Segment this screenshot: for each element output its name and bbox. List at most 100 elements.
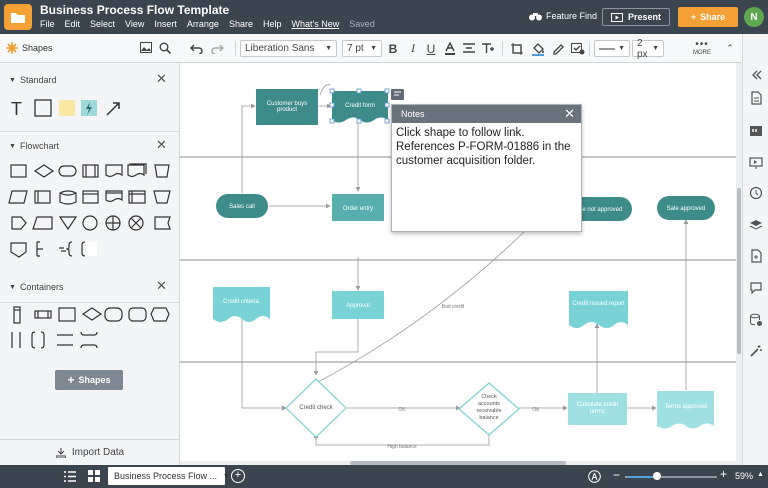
- present-button[interactable]: Present: [602, 8, 670, 26]
- import-data-label: Import Data: [71, 447, 125, 458]
- diagram-canvas[interactable]: Customer buys product Credit form Sales …: [180, 63, 736, 461]
- rectangle-shape[interactable]: [34, 99, 52, 117]
- menu-help[interactable]: Help: [262, 19, 282, 29]
- history-icon[interactable]: [749, 186, 763, 200]
- image-icon[interactable]: [140, 42, 152, 53]
- selection-handles[interactable]: [329, 88, 390, 124]
- section-standard[interactable]: ▼Standard: [9, 75, 57, 85]
- vertical-scrollbar[interactable]: [736, 63, 742, 465]
- more-button[interactable]: •••MORE: [693, 38, 711, 56]
- font-size-dropdown[interactable]: 7 pt▼: [342, 40, 382, 57]
- connector: [315, 230, 526, 384]
- collapse-panel-icon[interactable]: [749, 68, 763, 82]
- collapse-toolbar-icon[interactable]: ⌃: [726, 43, 734, 53]
- zoom-in-icon[interactable]: +: [720, 467, 728, 481]
- folder-icon[interactable]: [4, 4, 32, 30]
- search-icon[interactable]: [159, 42, 171, 54]
- section-containers[interactable]: ▼Containers: [9, 282, 64, 292]
- undo-icon[interactable]: [188, 40, 204, 57]
- node-label: Credit criteria: [223, 299, 259, 305]
- line-shape[interactable]: [106, 102, 120, 116]
- close-containers-icon[interactable]: ✕: [156, 278, 167, 293]
- format-toolbar: Liberation Sans▼ 7 pt▼ B I U ▼ 2 px▼ •••…: [180, 34, 742, 63]
- menu-arrange[interactable]: Arrange: [186, 19, 219, 29]
- zoom-out-icon[interactable]: −: [613, 468, 621, 482]
- menu-file[interactable]: File: [40, 19, 55, 29]
- node-credit-issued-report[interactable]: [569, 291, 628, 328]
- bold-button[interactable]: B: [388, 41, 398, 56]
- list-view-icon[interactable]: [64, 471, 76, 482]
- feature-find-button[interactable]: Feature Find: [529, 11, 597, 21]
- line-width-dropdown[interactable]: 2 px▼: [632, 38, 664, 60]
- document-title[interactable]: Business Process Flow Template: [40, 3, 230, 17]
- notes-header: Notes ✕: [392, 105, 581, 123]
- close-flowchart-icon[interactable]: ✕: [156, 137, 167, 152]
- layers-icon[interactable]: [749, 218, 763, 232]
- node-sales-call[interactable]: [216, 194, 268, 218]
- note-shape[interactable]: [59, 100, 75, 116]
- grid-view-icon[interactable]: [88, 470, 100, 482]
- quote-icon[interactable]: [749, 124, 763, 138]
- node-credit-form[interactable]: [332, 91, 388, 123]
- comment-icon[interactable]: [749, 281, 763, 295]
- zoom-level[interactable]: 59%: [735, 471, 754, 481]
- edge-label: High balance: [387, 444, 416, 450]
- node-check-receivable[interactable]: [458, 382, 520, 436]
- section-flowchart[interactable]: ▼Flowchart: [9, 141, 59, 151]
- page-icon[interactable]: [749, 91, 763, 105]
- node-customer-buys[interactable]: [256, 89, 318, 125]
- line-style-dropdown[interactable]: ▼: [594, 40, 630, 57]
- horizontal-scrollbar[interactable]: [180, 461, 736, 465]
- text-shape[interactable]: T: [11, 99, 22, 119]
- node-credit-criteria[interactable]: [213, 287, 270, 322]
- right-sidebar: [742, 34, 768, 465]
- presentation-icon[interactable]: [749, 156, 763, 170]
- database-icon[interactable]: [749, 313, 763, 327]
- note-badge-icon[interactable]: [391, 89, 404, 100]
- zoom-slider-handle[interactable]: [653, 472, 661, 480]
- align-icon[interactable]: [461, 40, 477, 57]
- fill-color-icon[interactable]: [530, 40, 546, 57]
- add-page-icon[interactable]: +: [231, 469, 245, 483]
- node-sale-approved[interactable]: [657, 196, 715, 220]
- checklist-icon[interactable]: [570, 40, 586, 57]
- page-tab[interactable]: Business Process Flow ... ▼: [108, 467, 230, 485]
- font-family-dropdown[interactable]: Liberation Sans▼: [240, 40, 337, 57]
- avatar[interactable]: N: [744, 7, 764, 27]
- menu-whats-new[interactable]: What's New: [291, 19, 340, 29]
- close-standard-icon[interactable]: ✕: [156, 71, 167, 86]
- node-credit-check[interactable]: [285, 378, 347, 438]
- node-terms-approved[interactable]: [657, 391, 714, 429]
- import-data-button[interactable]: Import Data: [0, 439, 180, 465]
- add-shapes-button[interactable]: + Shapes: [55, 370, 123, 390]
- text-options-icon[interactable]: [479, 40, 495, 57]
- menu-edit[interactable]: Edit: [64, 19, 81, 29]
- chevron-up-icon[interactable]: ▲: [757, 471, 764, 478]
- accessibility-icon[interactable]: [588, 470, 601, 483]
- node-approval[interactable]: [332, 291, 384, 319]
- close-icon[interactable]: ✕: [564, 106, 575, 121]
- notes-title: Notes: [401, 109, 425, 119]
- node-order-entry[interactable]: [332, 194, 384, 221]
- node-label: Approval: [346, 303, 370, 309]
- menu-view[interactable]: View: [125, 19, 145, 29]
- menu-insert[interactable]: Insert: [154, 19, 177, 29]
- scrollbar-thumb[interactable]: [737, 188, 741, 354]
- redo-icon[interactable]: [209, 40, 225, 57]
- scrollbar-thumb[interactable]: [350, 461, 566, 465]
- notes-text[interactable]: Click shape to follow link. References P…: [396, 127, 571, 167]
- menu-select[interactable]: Select: [90, 19, 116, 29]
- underline-button[interactable]: U: [426, 41, 436, 56]
- caret-down-icon: ▼: [9, 283, 16, 291]
- chevron-down-icon[interactable]: ▼: [223, 472, 230, 480]
- share-button[interactable]: + Share: [678, 7, 738, 27]
- magic-wand-icon[interactable]: [749, 344, 763, 358]
- node-calculate-credit[interactable]: [568, 393, 627, 425]
- text-color-icon[interactable]: [442, 40, 458, 57]
- italic-button[interactable]: I: [411, 41, 415, 55]
- line-color-icon[interactable]: [550, 40, 566, 57]
- zoom-slider[interactable]: [625, 476, 717, 478]
- shape-style-icon[interactable]: [509, 40, 525, 57]
- data-linking-icon[interactable]: [749, 249, 763, 263]
- menu-share[interactable]: Share: [228, 19, 253, 29]
